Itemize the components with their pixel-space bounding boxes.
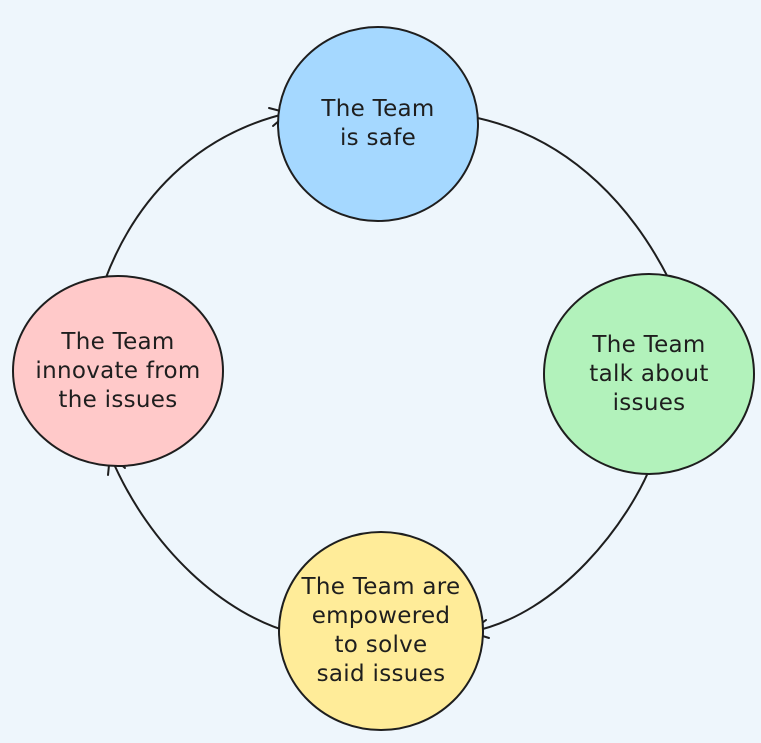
arrow-safe-to-talk (467, 115, 682, 306)
node-circle-team-innovate (12, 275, 224, 467)
node-circle-team-talk (543, 273, 755, 475)
arrow-innovate-to-safe (104, 112, 289, 281)
arrow-talk-to-empowered (469, 462, 653, 633)
node-circle-team-empowered (278, 531, 484, 731)
node-circle-team-safe (277, 26, 479, 222)
arrow-empowered-to-innovate (109, 454, 294, 634)
edges (104, 107, 684, 639)
